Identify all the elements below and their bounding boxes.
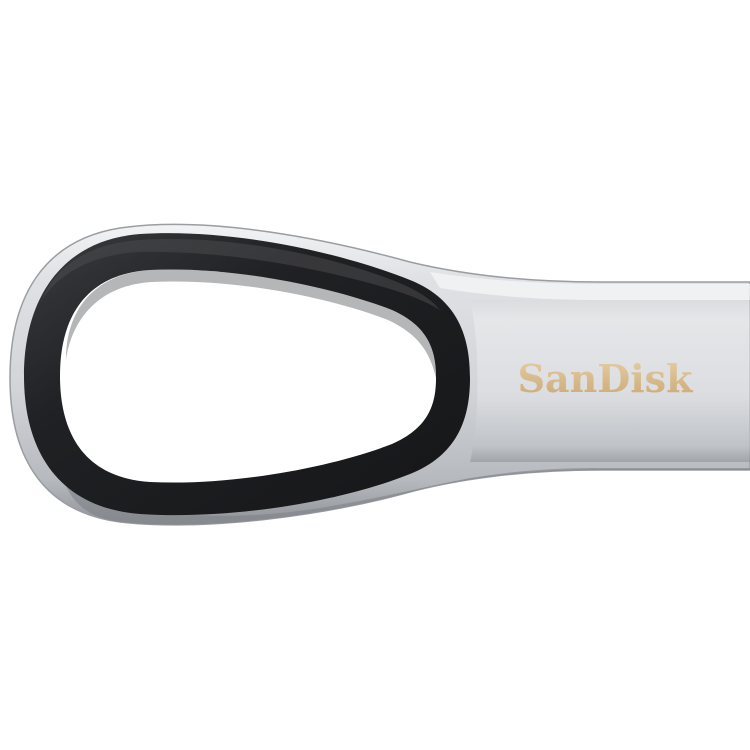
brand-logo: SanDisk	[518, 356, 693, 401]
keyring-loop-icon	[24, 233, 470, 516]
